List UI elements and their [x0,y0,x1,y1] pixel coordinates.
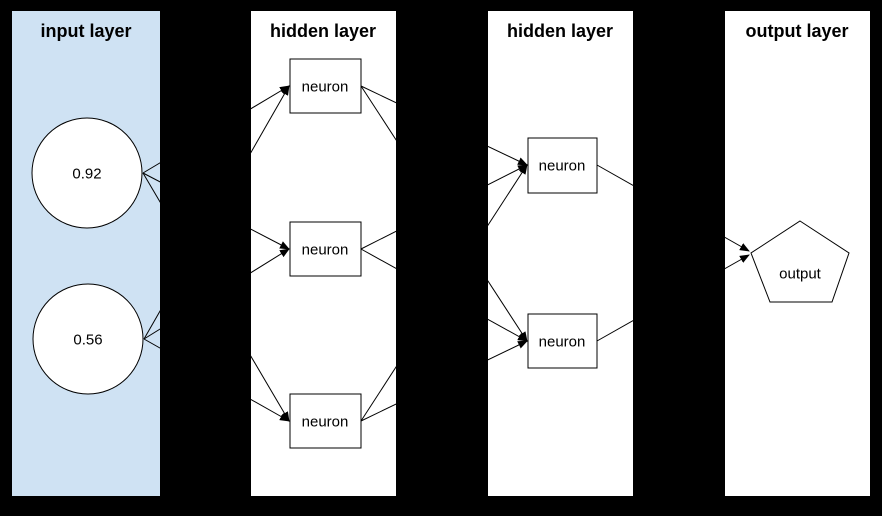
input-layer-panel [12,11,160,496]
hidden-layer-2-title: hidden layer [507,21,613,41]
input-node-2-label: 0.56 [73,332,102,349]
edge-i1-h1n1 [142,85,290,174]
hidden2-neuron-2 [527,313,598,369]
hidden1-neuron-2 [289,221,362,277]
hidden2-neuron-2-label: neuron [539,334,586,351]
input-layer-title: input layer [40,21,131,41]
edge-i2-h1n1 [143,85,290,340]
input-node-1-label: 0.92 [72,166,101,183]
input-node-2 [32,283,144,395]
edge-i2-h1n3 [143,338,290,422]
hidden2-neuron-1-label: neuron [539,158,586,175]
hidden1-neuron-1 [289,58,362,114]
edge-h1n1-h2n1 [360,85,528,166]
edge-h2n2-o1 [596,254,750,342]
edge-h1n3-h2n1 [360,164,528,422]
edge-h1n2-h2n2 [360,248,528,342]
hidden1-neuron-1-label: neuron [302,79,349,96]
edge-i2-h1n2 [143,248,290,340]
edge-h1n1-h2n2 [360,85,528,342]
edge-h2n1-o1 [596,164,750,252]
edge-i1-h1n3 [142,172,290,422]
edge-i1-h1n2 [142,172,290,250]
hidden1-neuron-3 [289,393,362,449]
hidden-layer-2-panel [488,11,633,496]
input-node-1 [31,117,143,229]
edge-h1n3-h2n2 [360,340,528,422]
hidden2-neuron-1 [527,137,598,194]
hidden1-neuron-3-label: neuron [302,414,349,431]
edge-h1n2-h2n1 [360,164,528,250]
output-node-label: output [779,266,822,283]
hidden1-neuron-2-label: neuron [302,242,349,259]
hidden-layer-1-title: hidden layer [270,21,376,41]
output-node-pentagon [750,220,850,303]
output-layer-title: output layer [745,21,848,41]
